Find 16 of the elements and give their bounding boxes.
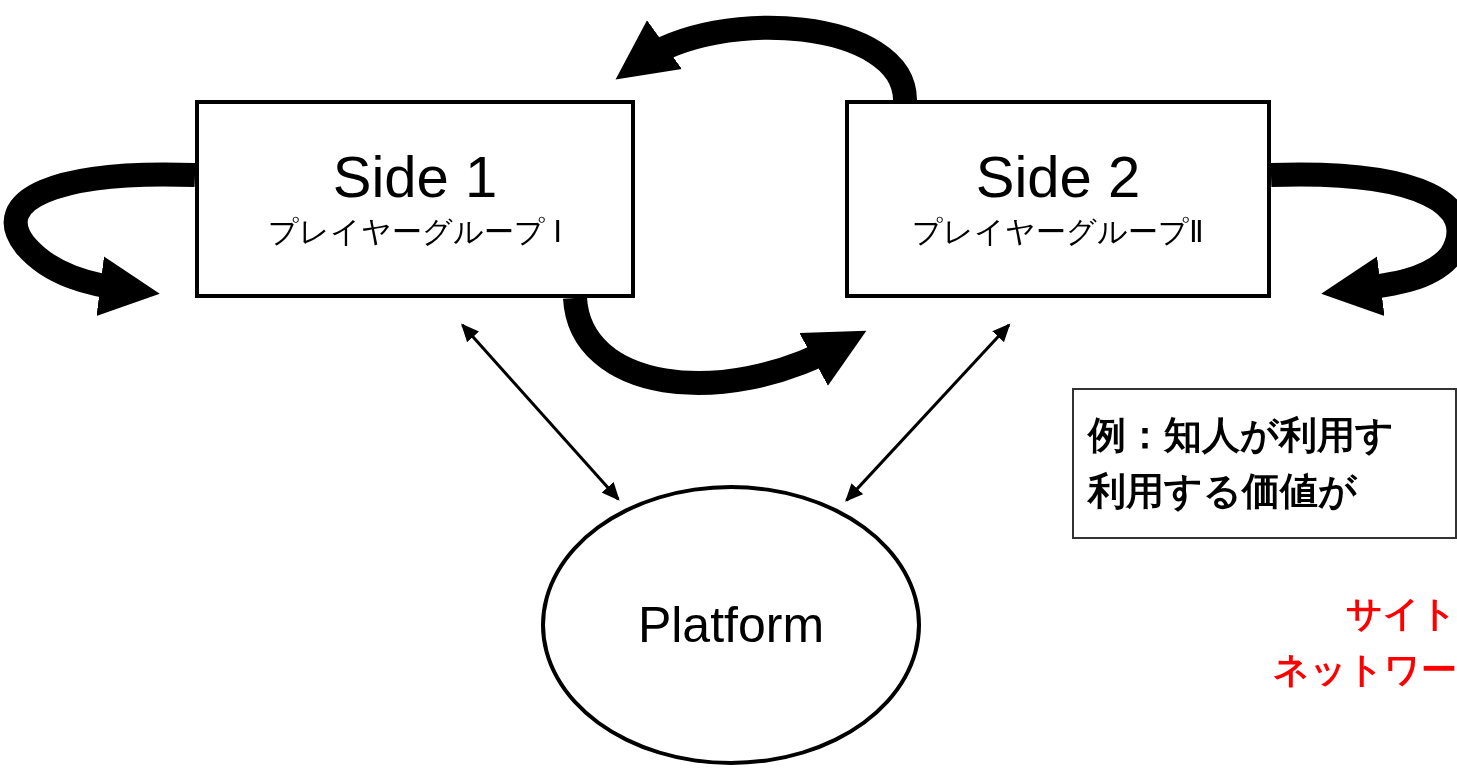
node-title: Platform	[637, 597, 825, 653]
double-arrow	[461, 323, 620, 501]
curved-arrow	[1270, 162, 1457, 316]
node-title: Side 2	[975, 144, 1141, 209]
side-box	[195, 100, 635, 298]
example-box	[1072, 388, 1457, 539]
note-text: ネットワー	[1273, 648, 1457, 692]
node-subtitle: プレイヤーグループⅡ	[912, 214, 1204, 251]
double-arrow	[845, 323, 1011, 502]
node-subtitle: プレイヤーグループ Ⅰ	[267, 214, 563, 251]
curved-arrow	[614, 15, 917, 103]
example-text: 例：知人が利用す利用する価値が	[1088, 413, 1395, 514]
node-title: Side 1	[332, 144, 498, 209]
note-text: サイト	[1346, 592, 1457, 636]
curved-arrow	[4, 162, 196, 316]
side-box	[845, 100, 1271, 298]
